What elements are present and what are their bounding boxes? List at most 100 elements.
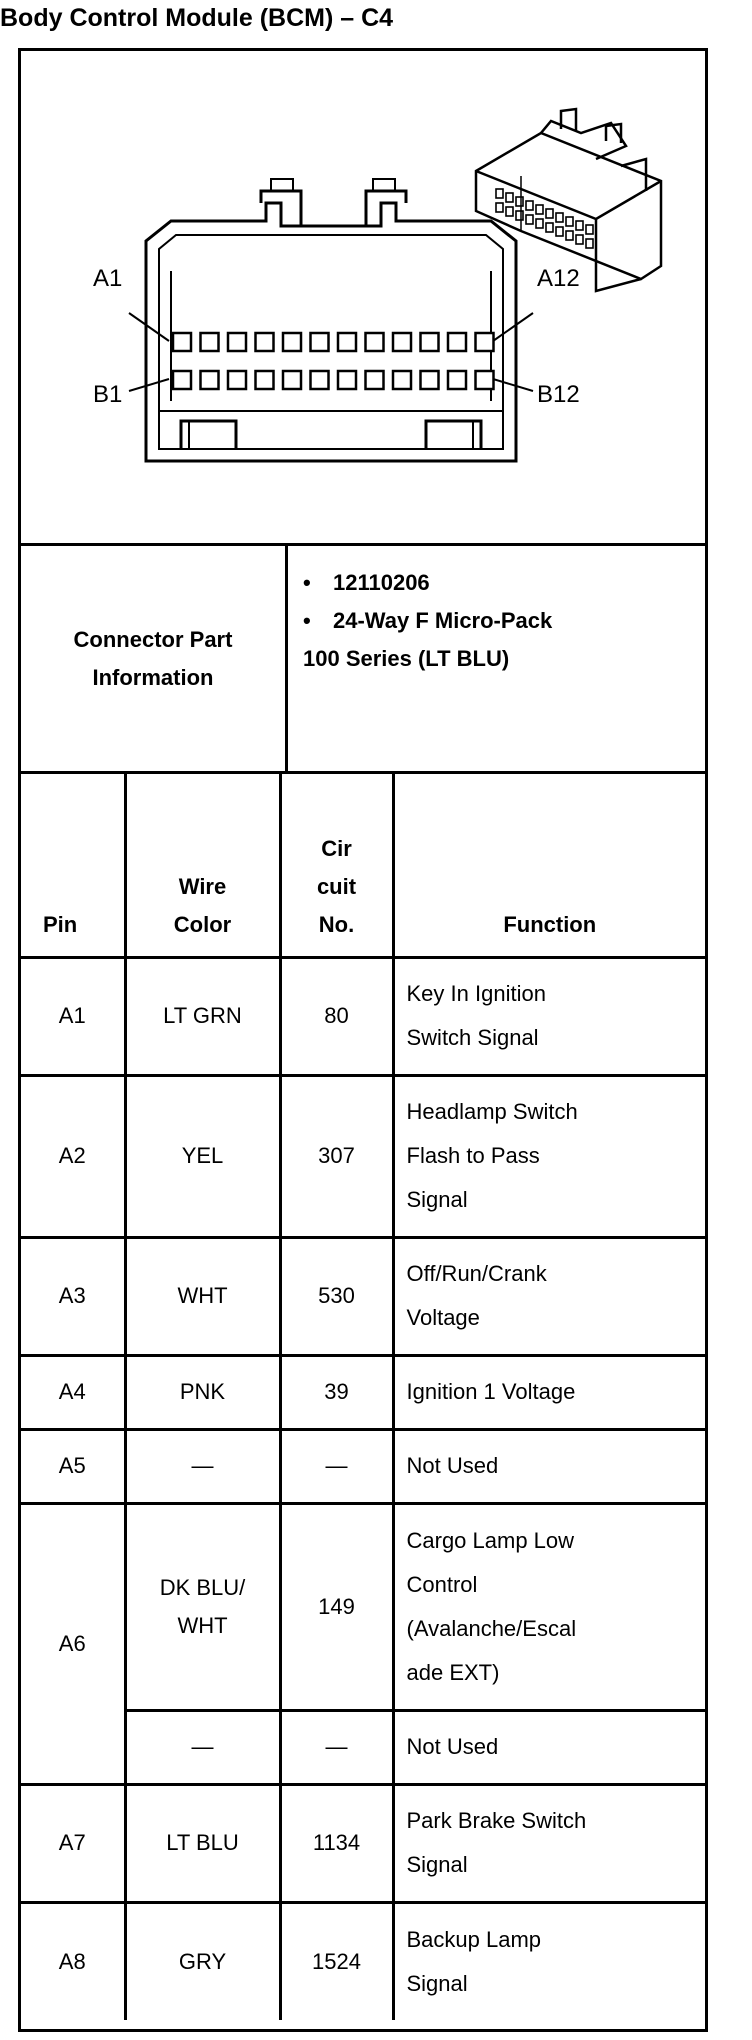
function-cell: Not Used [391,1708,705,1786]
pin-cavity [364,331,385,353]
pin-cavity [419,331,440,353]
iso-pin-cavity [515,196,524,207]
pin-label-b12: B12 [537,381,580,408]
circuit-cell: — [278,1427,395,1505]
table-row: A3 WHT 530 Off/Run/Crank Voltage [21,1235,705,1357]
pin-cavity [226,369,248,391]
iso-pin-cavity [515,210,524,221]
function-line: Signal [406,1852,468,1877]
iso-pin-cavity [565,230,574,241]
part-number-row: • 12110206 [291,564,701,602]
wire-color-cell: LT BLU [123,1782,282,1904]
iso-pin-cavity [545,222,554,233]
wire-color-line: WHT [177,1612,228,1638]
pin-cavity [309,331,330,353]
table-row: A2 YEL 307 Headlamp Switch Flash to Pass… [21,1073,705,1239]
pin-cavity [474,331,495,353]
table-row: A5 — — Not Used [21,1427,705,1505]
pin-label-b1: B1 [93,381,123,408]
pin-cavity [171,369,193,391]
function-line: Backup Lamp [406,1926,542,1952]
iso-pin-cavity [575,220,584,231]
circuit-cell: 1134 [278,1782,395,1904]
pin-label-a1: A1 [93,265,123,292]
pin-cavity [446,369,468,391]
connector-sheet: A1 A12 B1 B12 Connector Part Information… [18,48,708,2032]
table-row: — — Not Used [21,1708,705,1786]
function-cell: Key In Ignition Switch Signal [391,955,705,1077]
circuit-cell: 149 [278,1501,395,1712]
function-line: Key In Ignition [406,981,546,1006]
function-line: ade EXT) [406,1659,500,1685]
pin-cell: A4 [21,1353,127,1431]
function-line: Control [406,1571,478,1597]
pin-cavity [254,369,275,391]
pin-cavity [419,369,440,391]
function-cell: Headlamp Switch Flash to Pass Signal [391,1073,705,1239]
pin-cell: A6 [21,1501,127,1786]
connector-info-values: • 12110206 • 24-Way F Micro-Pack 100 Ser… [291,564,701,678]
function-line: Voltage [406,1305,480,1330]
function-line: Off/Run/Crank [406,1261,547,1286]
iso-pin-cavity [535,204,544,215]
wire-color-line: DK BLU/ [159,1574,246,1600]
header-circuit-line1: Cir [321,835,352,861]
connector-drawing [128,107,663,463]
function-line: Ignition 1 Voltage [406,1379,576,1404]
connector-description-cont: 100 Series (LT BLU) [303,646,510,671]
function-line: Signal [406,1187,468,1212]
header-circuit-line3: No. [318,911,355,937]
iso-pin-cavity [495,202,504,213]
circuit-cell: 307 [278,1073,395,1239]
pin-cavity [446,331,468,353]
pin-cavity [474,369,495,391]
connector-info-label-line2: Information [92,664,214,690]
pin-cell: A7 [21,1782,127,1904]
circuit-cell: 1524 [278,1900,395,2020]
iso-pin-cavity [585,224,594,235]
wire-color-cell: DK BLU/ WHT [123,1501,282,1712]
function-line: Headlamp Switch [406,1099,578,1124]
pin-cavity [391,331,413,353]
pin-cavity [336,369,358,391]
wire-color-cell: LT GRN [123,955,282,1077]
function-line: Flash to Pass [406,1143,540,1168]
header-wire-line1: Wire [178,873,227,899]
connector-description: 24-Way F Micro-Pack [333,608,553,633]
pin-label-a12: A12 [537,265,580,292]
pin-cavity [171,331,193,353]
function-line: (Avalanche/Escal [406,1615,577,1641]
function-line: Not Used [406,1453,499,1478]
pin-cavity [281,369,303,391]
iso-pin-cavity [545,208,554,219]
table-row: A1 LT GRN 80 Key In Ignition Switch Sign… [21,955,705,1077]
header-wire-line2: Color [173,911,232,937]
circuit-cell: 530 [278,1235,395,1357]
function-cell: Park Brake Switch Signal [391,1782,705,1904]
pin-cavity [391,369,413,391]
header-function: Function [391,774,705,959]
iso-pin-cavity [495,188,504,199]
pin-cavity [254,331,275,353]
iso-pin-cavity [535,218,544,229]
iso-pin-cavity [555,226,564,237]
wire-color-cell: — [123,1427,282,1505]
iso-pin-cavity [525,200,534,211]
circuit-cell: — [278,1708,395,1786]
pin-cavity [281,331,303,353]
pin-cavity [199,369,220,391]
wire-color-cell: YEL [123,1073,282,1239]
pin-cavity [309,369,330,391]
connector-diagram: A1 A12 B1 B12 [21,51,705,546]
pin-cell: A3 [21,1235,127,1357]
function-line: Not Used [406,1734,499,1759]
header-pin: Pin [21,774,127,959]
pin-cavity [226,331,248,353]
pin-cavity [199,331,220,353]
function-line: Switch Signal [406,1025,539,1050]
header-circuit-line2: cuit [316,873,357,899]
iso-pin-cavity [575,234,584,245]
description-row: • 24-Way F Micro-Pack [291,602,701,640]
function-cell: Off/Run/Crank Voltage [391,1235,705,1357]
iso-pin-cavity [585,238,594,249]
